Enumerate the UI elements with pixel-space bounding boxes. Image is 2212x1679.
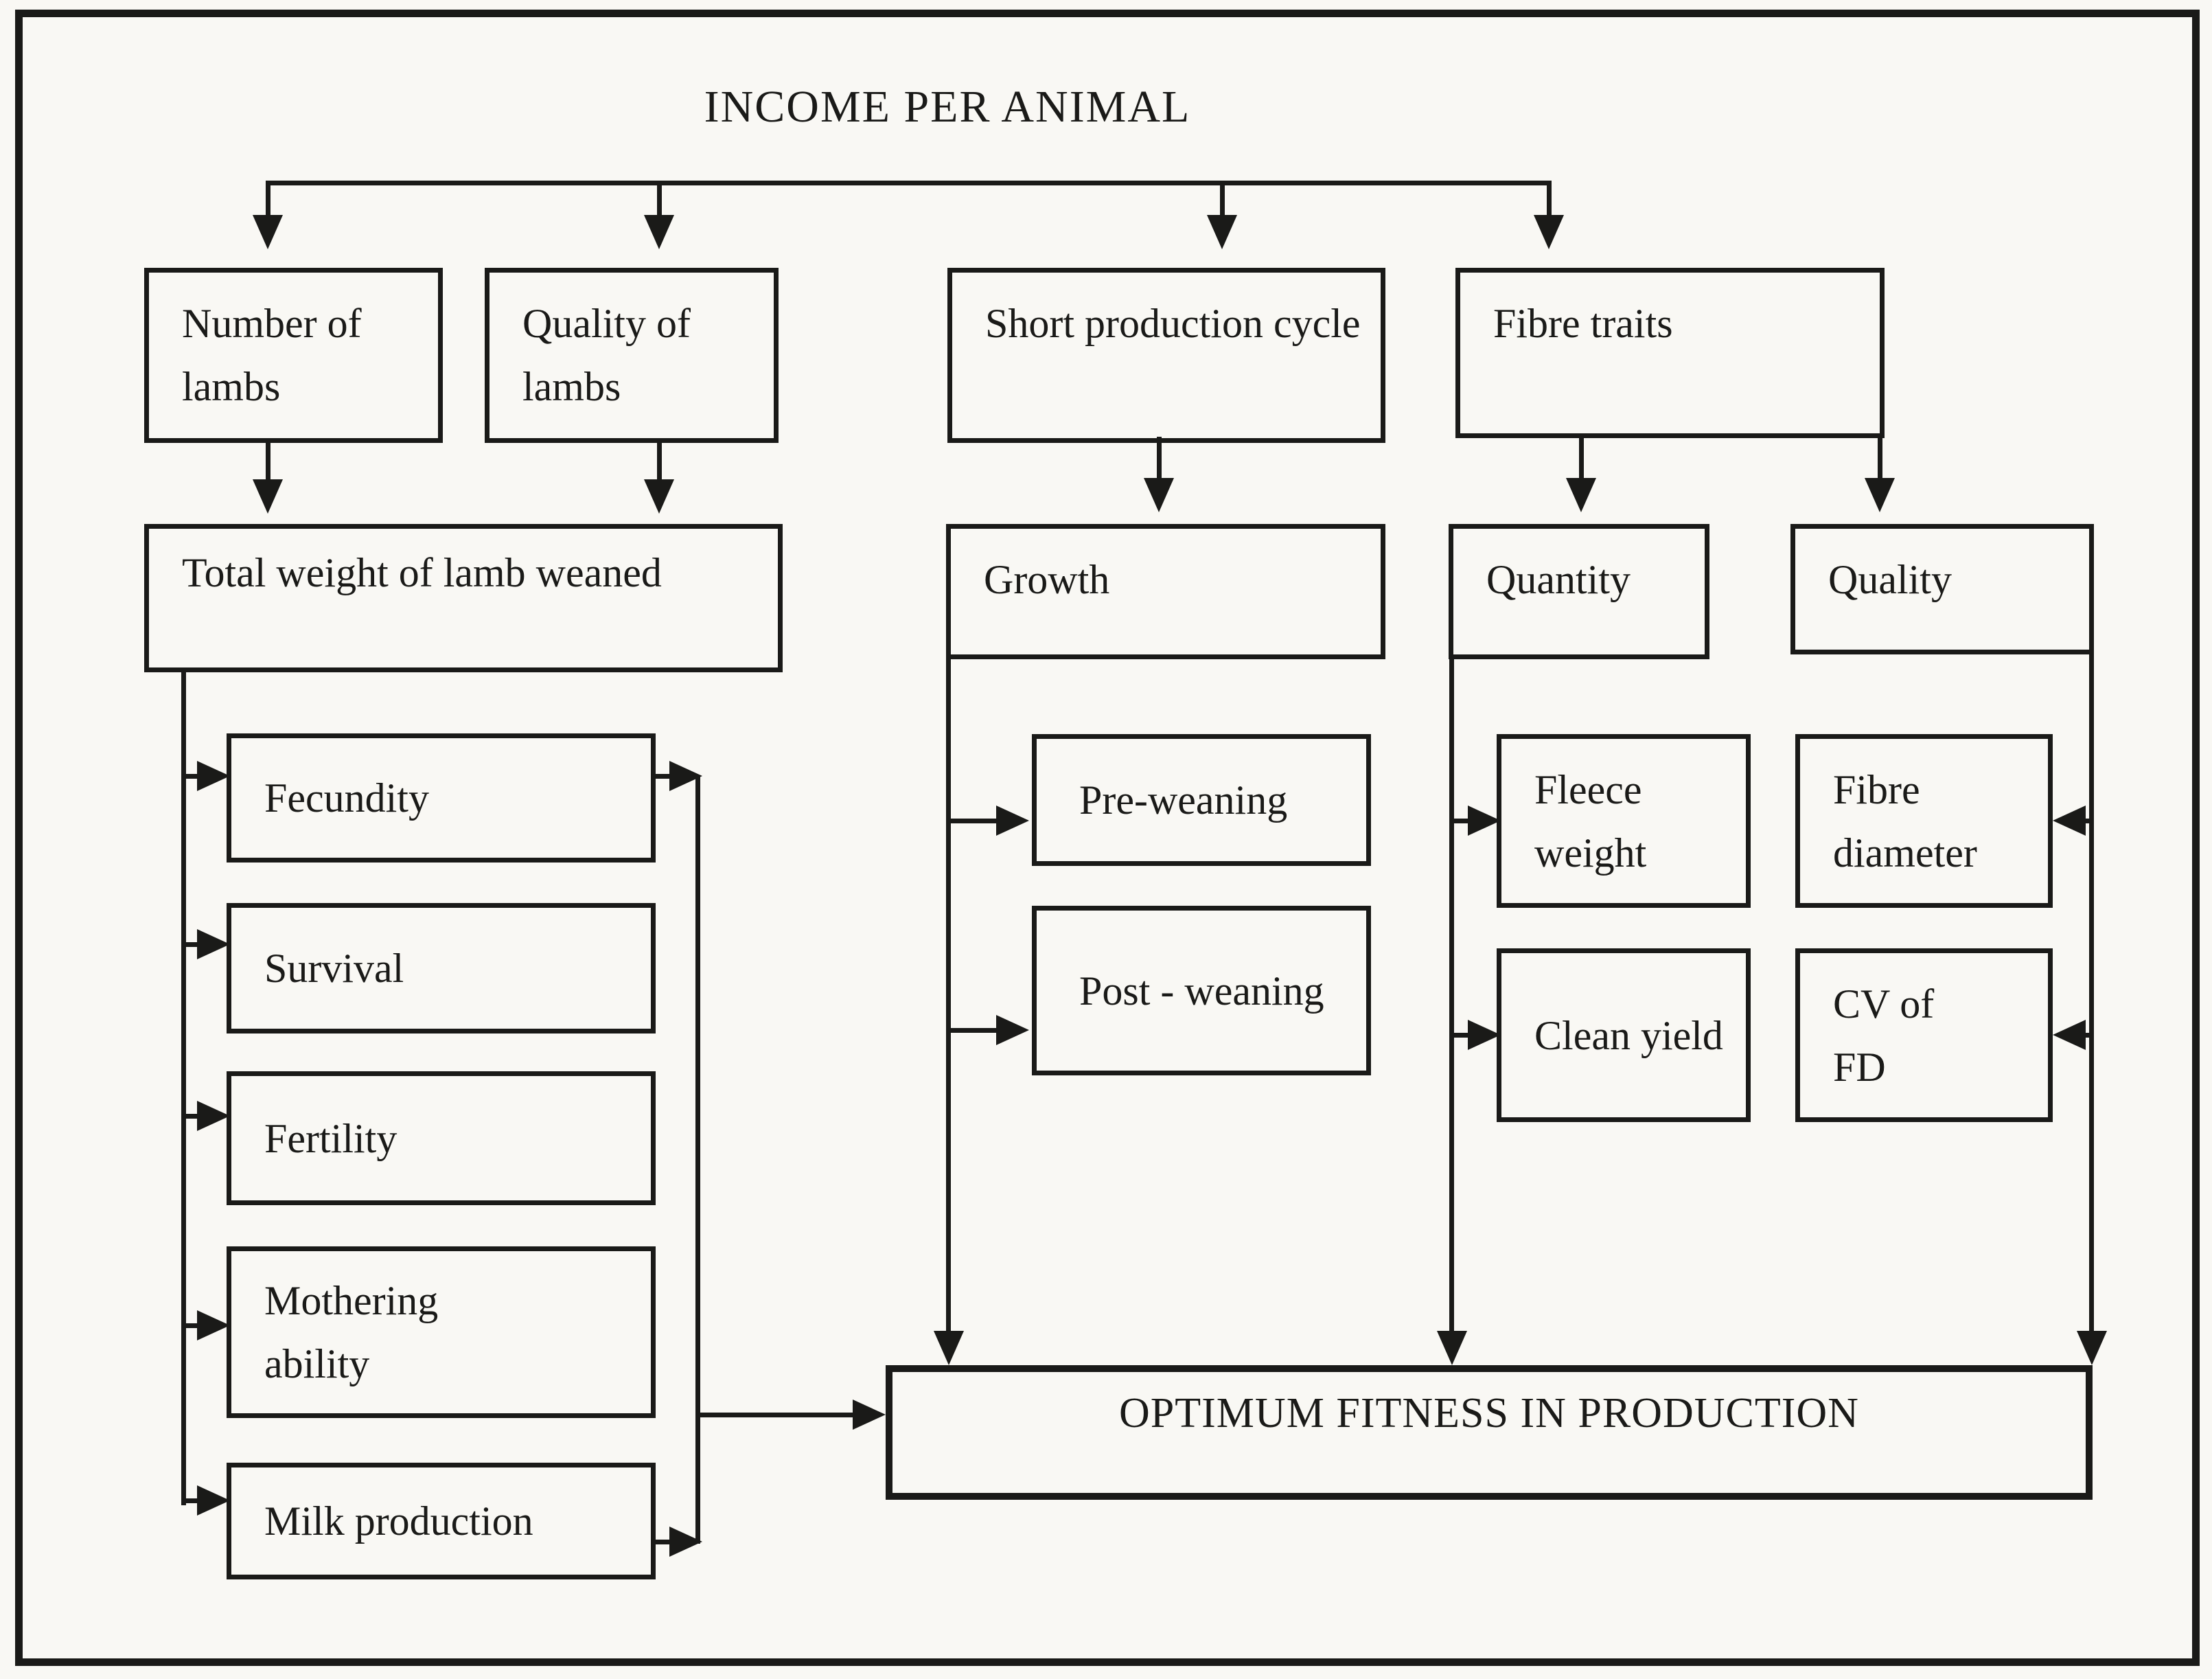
diagram-title: INCOME PER ANIMAL	[704, 82, 1191, 132]
connector-rail-survival-arrowhead-icon	[197, 929, 230, 959]
node-cv-of-fd: CV of FD	[1795, 948, 2053, 1122]
node-mothering-ability: Mothering ability	[227, 1246, 656, 1418]
connector-income-qualitylambs-stem	[657, 181, 662, 216]
connector-number-totalweight-arrowhead-icon	[253, 479, 283, 514]
node-quantity: Quantity	[1449, 524, 1709, 659]
connector-growth-preweaning-arrowhead-icon	[996, 806, 1029, 836]
connector-income-qualitylambs-arrowhead-icon	[644, 215, 674, 249]
node-quality: Quality	[1790, 524, 2094, 654]
node-fecundity: Fecundity	[227, 733, 656, 863]
node-short-production-cycle: Short production cycle	[947, 268, 1385, 443]
connector-rail-fertility-stem	[183, 1114, 200, 1119]
connector-growth-postweaning-arrowhead-icon	[996, 1015, 1029, 1045]
node-survival: Survival	[227, 903, 656, 1033]
connector-qualitylambs-totalweight-stem	[657, 443, 662, 481]
connector-growth-preweaning-stem	[951, 819, 999, 823]
connector-quantity-rail	[1449, 659, 1454, 1334]
outer-border	[15, 10, 2200, 1666]
connector-quantity-fleece-stem	[1454, 819, 1471, 823]
connector-rail-milk-arrowhead-icon	[197, 1485, 230, 1516]
connector-quality-optimum-arrowhead-icon	[2077, 1331, 2107, 1365]
connector-rail-mothering-arrowhead-icon	[197, 1310, 230, 1340]
node-optimum-fitness-in-production: OPTIMUM FITNESS IN PRODUCTION	[886, 1365, 2093, 1500]
connector-lambgroup-optimum-stem	[698, 1413, 855, 1417]
connector-quality-fibrediameter-arrowhead-icon	[2053, 806, 2086, 836]
connector-rail-fertility-arrowhead-icon	[197, 1101, 230, 1131]
connector-milk-out-stem	[656, 1540, 672, 1544]
connector-income-distribution-line	[266, 181, 1552, 185]
connector-growth-optimum-arrowhead-icon	[934, 1331, 964, 1365]
node-number-of-lambs: Number of lambs	[144, 268, 443, 443]
node-fertility: Fertility	[227, 1071, 656, 1205]
connector-lambgroup-optimum-arrowhead-icon	[853, 1400, 886, 1430]
connector-quantity-optimum-arrowhead-icon	[1437, 1331, 1467, 1365]
connector-growth-postweaning-stem	[951, 1028, 999, 1033]
node-post-weaning: Post - weaning	[1032, 906, 1371, 1075]
node-total-weight-of-lamb-weaned: Total weight of lamb weaned	[144, 524, 783, 672]
connector-shortcycle-growth-arrowhead-icon	[1144, 478, 1174, 512]
connector-lambgroup-rail	[695, 776, 700, 1544]
connector-fibretraits-quantity-stem	[1579, 438, 1584, 479]
connector-shortcycle-growth-stem	[1157, 437, 1162, 479]
connector-rail-fecundity-stem	[183, 774, 200, 779]
connector-fecundity-out-stem	[656, 774, 672, 779]
connector-qualitylambs-totalweight-arrowhead-icon	[644, 479, 674, 514]
connector-fibretraits-quality-arrowhead-icon	[1865, 478, 1895, 512]
connector-quality-cvfd-arrowhead-icon	[2053, 1020, 2086, 1050]
connector-income-fibretraits-stem	[1547, 181, 1552, 216]
connector-fibretraits-quality-stem	[1878, 438, 1882, 479]
connector-rail-mothering-stem	[183, 1323, 200, 1328]
node-milk-production: Milk production	[227, 1463, 656, 1579]
connector-totalweight-rail	[181, 672, 186, 1505]
connector-income-fibretraits-arrowhead-icon	[1534, 215, 1564, 249]
node-fibre-diameter: Fibre diameter	[1795, 734, 2053, 908]
node-clean-yield: Clean yield	[1497, 948, 1751, 1122]
node-quality-of-lambs: Quality of lambs	[485, 268, 779, 443]
connector-rail-milk-stem	[183, 1498, 200, 1503]
connector-income-number-stem	[266, 181, 270, 216]
connector-rail-fecundity-arrowhead-icon	[197, 761, 230, 791]
connector-quantity-fleece-arrowhead-icon	[1468, 806, 1501, 836]
connector-income-shortcycle-stem	[1220, 181, 1225, 216]
node-pre-weaning: Pre-weaning	[1032, 734, 1371, 866]
connector-quantity-cleanyield-arrowhead-icon	[1468, 1020, 1501, 1050]
node-fibre-traits: Fibre traits	[1455, 268, 1885, 438]
connector-rail-survival-stem	[183, 942, 200, 947]
connector-income-shortcycle-arrowhead-icon	[1207, 215, 1237, 249]
connector-quantity-cleanyield-stem	[1454, 1033, 1471, 1038]
node-growth: Growth	[946, 524, 1385, 659]
connector-quality-rail	[2089, 652, 2094, 1334]
connector-fibretraits-quantity-arrowhead-icon	[1566, 478, 1596, 512]
node-fleece-weight: Fleece weight	[1497, 734, 1751, 908]
connector-number-totalweight-stem	[266, 443, 270, 481]
connector-income-number-arrowhead-icon	[253, 215, 283, 249]
connector-growth-rail	[946, 659, 951, 1334]
